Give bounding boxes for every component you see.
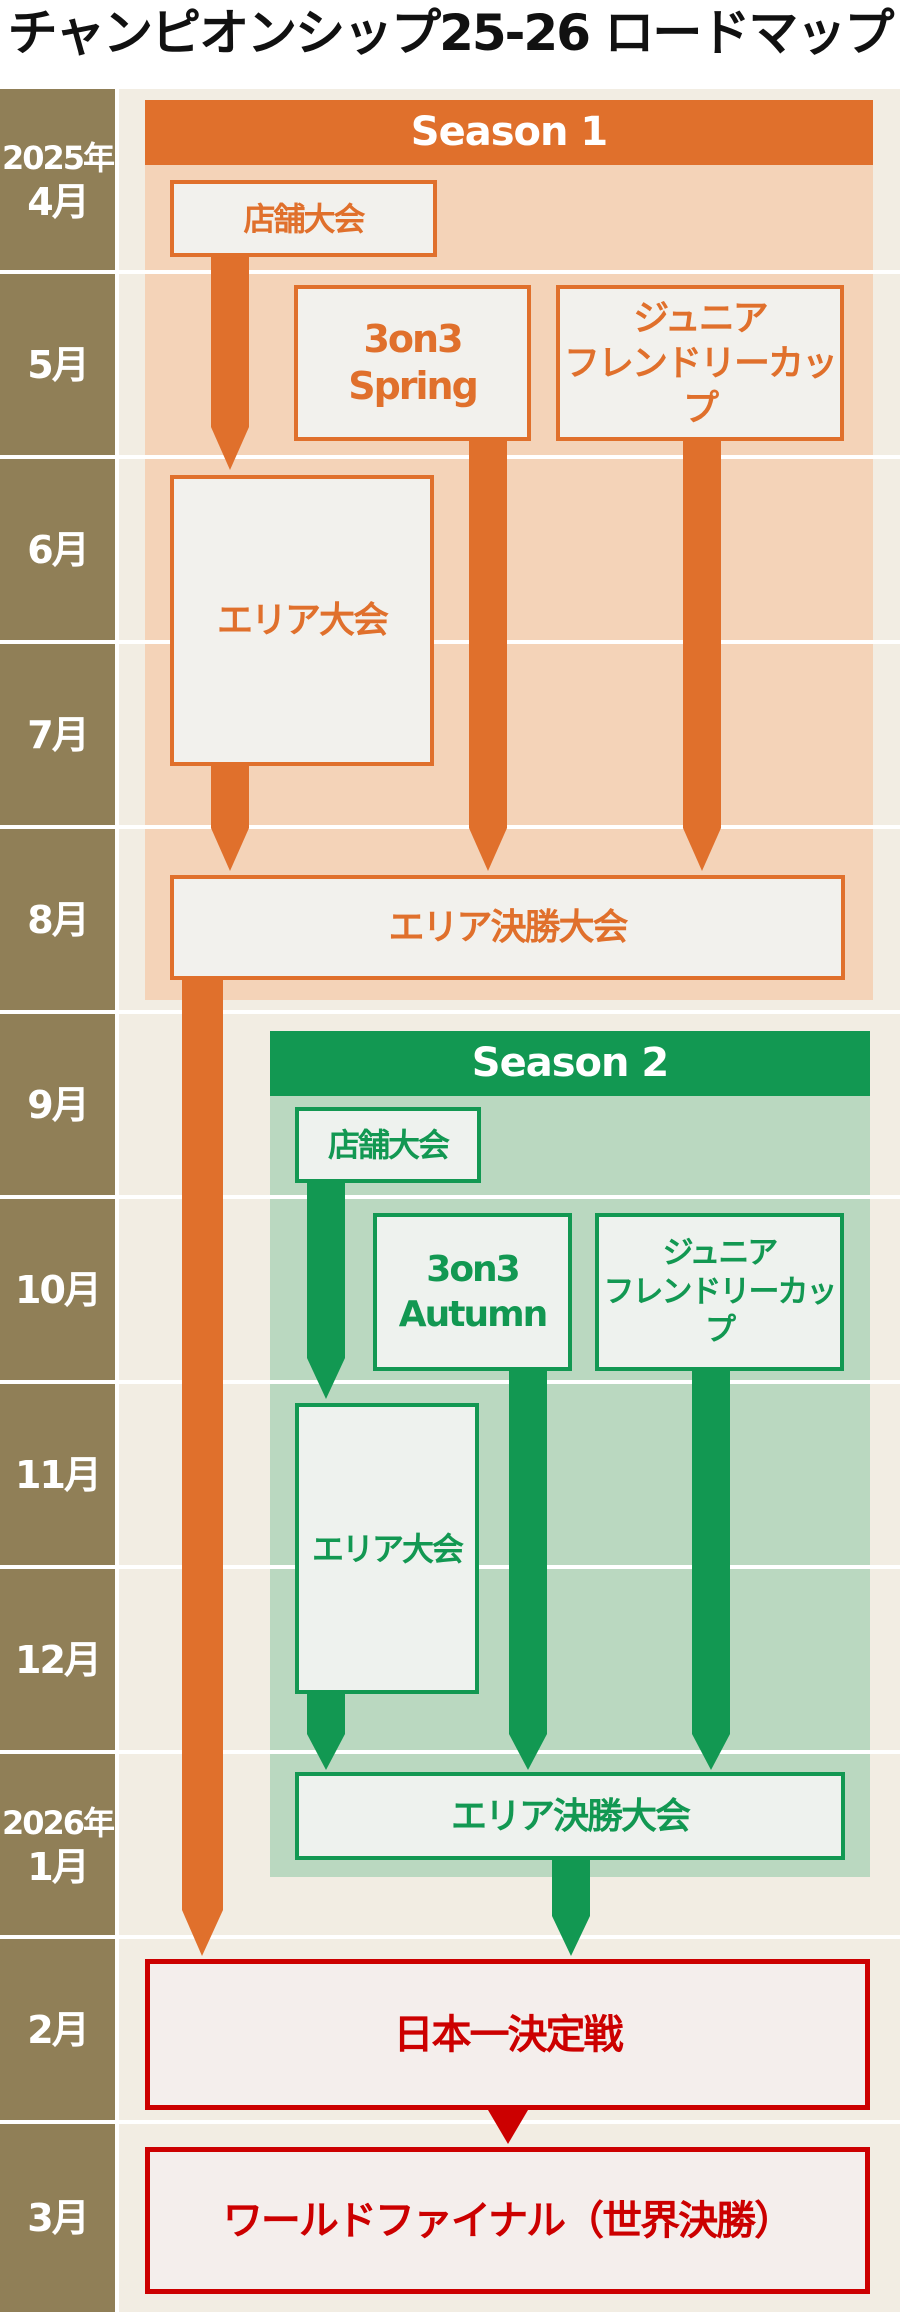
arrow-down-icon bbox=[488, 2110, 528, 2144]
season2-header: Season 2 bbox=[270, 1031, 870, 1096]
s1-area-tournament: エリア大会 bbox=[170, 475, 434, 766]
month-jul: 7月 bbox=[0, 644, 115, 825]
row-divider bbox=[0, 270, 900, 274]
month-nov: 11月 bbox=[0, 1384, 115, 1565]
s2-junior-friendly-cup: ジュニアフレンドリーカップ bbox=[595, 1213, 844, 1371]
s1-store-tournament: 店舗大会 bbox=[170, 180, 437, 257]
s1-junior-friendly-cup: ジュニアフレンドリーカップ bbox=[556, 285, 844, 441]
month-aug: 8月 bbox=[0, 829, 115, 1010]
arrow-down-icon bbox=[683, 441, 721, 871]
s2-area-tournament: エリア大会 bbox=[295, 1403, 479, 1694]
row-divider bbox=[0, 1010, 900, 1014]
row-divider bbox=[0, 2120, 900, 2124]
s2-area-final: エリア決勝大会 bbox=[295, 1772, 845, 1860]
row-divider bbox=[0, 640, 900, 644]
arrow-down-icon bbox=[182, 980, 223, 1956]
month-jun: 6月 bbox=[0, 459, 115, 640]
s2-store-tournament: 店舗大会 bbox=[295, 1107, 481, 1183]
national-final: 日本一決定戦 bbox=[145, 1959, 870, 2110]
arrow-down-icon bbox=[307, 1694, 345, 1770]
arrow-down-icon bbox=[211, 257, 249, 470]
arrow-down-icon bbox=[307, 1183, 345, 1399]
season1-header: Season 1 bbox=[145, 100, 873, 165]
month-oct: 10月 bbox=[0, 1199, 115, 1380]
month-mar: 3月 bbox=[0, 2124, 115, 2312]
s1-area-final: エリア決勝大会 bbox=[170, 875, 845, 980]
row-divider bbox=[0, 1195, 900, 1199]
month-feb: 2月 bbox=[0, 1939, 115, 2120]
arrow-down-icon bbox=[552, 1860, 590, 1956]
row-divider bbox=[0, 1750, 900, 1754]
month-dec: 12月 bbox=[0, 1569, 115, 1750]
row-divider bbox=[0, 1380, 900, 1384]
arrow-down-icon bbox=[692, 1371, 730, 1770]
page-title: チャンピオンシップ25-26 ロードマップ bbox=[7, 4, 895, 62]
arrow-down-icon bbox=[469, 441, 507, 871]
row-divider bbox=[0, 1935, 900, 1939]
arrow-down-icon bbox=[211, 766, 249, 871]
month-may: 5月 bbox=[0, 274, 115, 455]
row-divider bbox=[0, 455, 900, 459]
arrow-down-icon bbox=[509, 1371, 547, 1770]
month-sep: 9月 bbox=[0, 1014, 115, 1195]
world-final: ワールドファイナル（世界決勝） bbox=[145, 2147, 870, 2294]
row-divider bbox=[0, 825, 900, 829]
